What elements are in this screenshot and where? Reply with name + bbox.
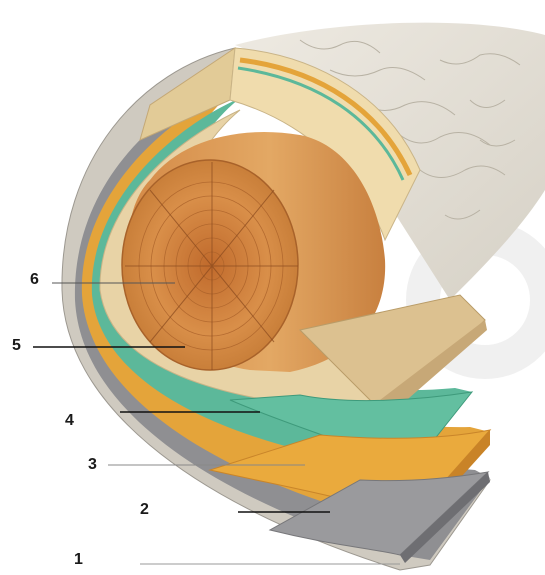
- label-2: 2: [140, 501, 149, 519]
- label-5: 5: [12, 337, 21, 355]
- label-6: 6: [30, 271, 39, 289]
- label-4: 4: [65, 412, 74, 430]
- label-3: 3: [88, 456, 97, 474]
- label-1: 1: [74, 551, 83, 569]
